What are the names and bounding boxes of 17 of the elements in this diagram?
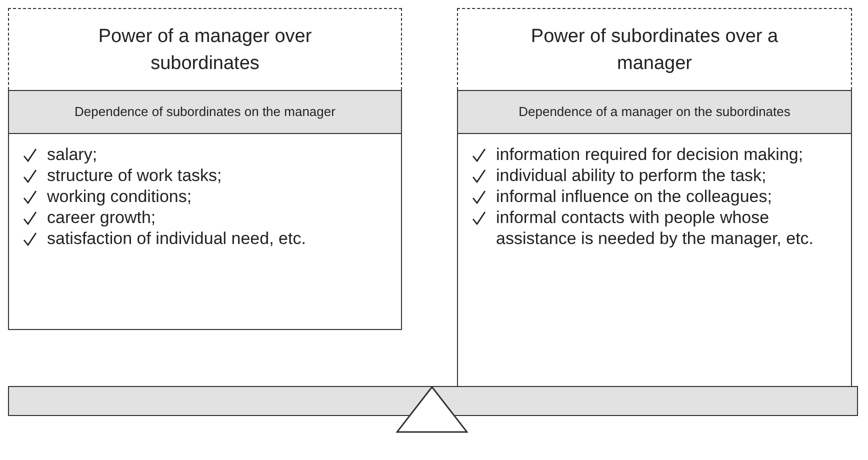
- header-band: [457, 90, 852, 134]
- panel-title: Power of a manager over subordinates: [97, 24, 313, 76]
- header-band: [8, 90, 402, 134]
- list-item: informal influence on the colleagues;: [496, 186, 772, 207]
- list-item: career growth;: [47, 207, 156, 228]
- list-item: individual ability to perform the task;: [496, 165, 766, 186]
- list-item: information required for decision making;: [496, 144, 804, 165]
- list-item: structure of work tasks;: [47, 165, 222, 186]
- list-item: working conditions;: [47, 186, 192, 207]
- list-item: salary;: [47, 144, 98, 165]
- list-item: informal contacts with people whose assistance is needed by the manager, etc.: [496, 207, 815, 249]
- panel-heading: Dependence of a manager on the subordinates: [518, 103, 790, 121]
- balance-beam: [8, 386, 858, 416]
- list-panel: [8, 134, 402, 330]
- list-item: satisfaction of individual need, etc.: [47, 228, 306, 249]
- panel-heading: Dependence of subordinates on the manager: [74, 103, 336, 121]
- panel-title: Power of subordinates over a manager: [530, 24, 780, 76]
